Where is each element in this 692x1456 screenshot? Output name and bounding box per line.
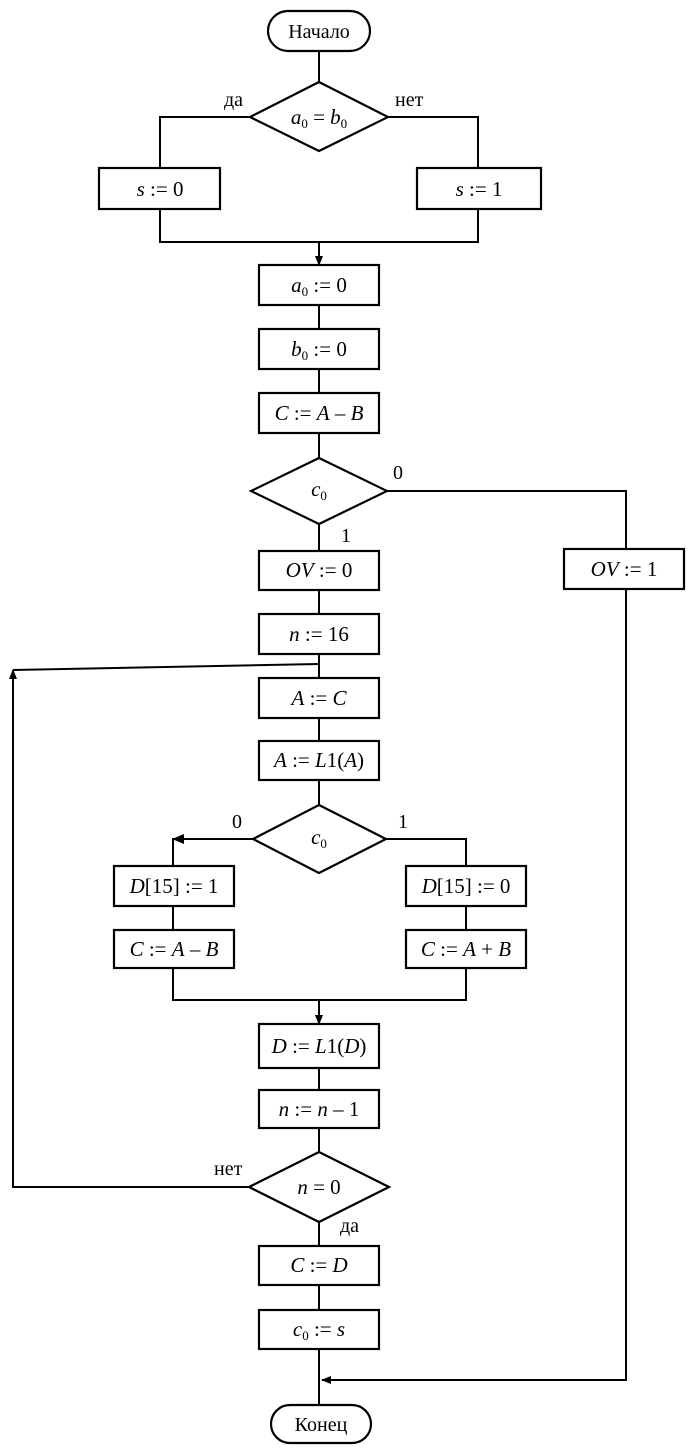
process-b0-assign-0: b0 := 0 [257, 327, 381, 371]
end-label: Конец [295, 1414, 348, 1436]
process-ov-assign-1: OV := 1 [562, 547, 686, 591]
svg-text:c0 := s: c0 := s [293, 1317, 345, 1343]
process-s-assign-0: s := 0 [97, 166, 222, 211]
svg-text:C := A – B: C := A – B [130, 937, 219, 961]
svg-text:A := L1(A): A := L1(A) [272, 748, 364, 772]
decision-c0-1: c0 0 1 [248, 456, 403, 547]
label-no-2: нет [214, 1158, 243, 1180]
process-a-assign-l1-a: A := L1(A) [257, 739, 381, 782]
decision-n-equals-0: n = 0 нет да [214, 1150, 392, 1237]
decision-a0-equals-b0: a0 = b0 да нет [224, 80, 424, 153]
label-one-1: 1 [341, 525, 351, 547]
label-yes-1: да [224, 89, 243, 111]
svg-text:c0: c0 [311, 477, 327, 503]
svg-text:s := 0: s := 0 [137, 177, 184, 201]
label-zero-1: 0 [393, 462, 403, 484]
decision-c0-2: c0 0 1 [232, 803, 408, 875]
process-c-assign-a-minus-b-2: C := A – B [112, 928, 236, 970]
svg-text:a0 := 0: a0 := 0 [291, 273, 347, 299]
svg-text:OV := 1: OV := 1 [591, 557, 658, 581]
start-terminal: Начало [266, 9, 372, 53]
process-ov-assign-0: OV := 0 [257, 549, 381, 592]
label-yes-2: да [340, 1215, 359, 1237]
svg-text:n := n – 1: n := n – 1 [279, 1097, 360, 1121]
svg-text:n = 0: n = 0 [297, 1175, 340, 1199]
process-c-assign-a-minus-b-1: C := A – B [257, 391, 381, 435]
process-a0-assign-0: a0 := 0 [257, 263, 381, 307]
process-n-decrement: n := n – 1 [257, 1088, 381, 1130]
process-d15-assign-0: D[15] := 0 [404, 864, 528, 908]
svg-text:C := A – B: C := A – B [275, 401, 364, 425]
svg-text:D[15] := 1: D[15] := 1 [129, 874, 219, 898]
sym-a: a [291, 105, 302, 129]
svg-text:C := D: C := D [290, 1253, 347, 1277]
process-a-assign-c: A := C [257, 676, 381, 720]
process-c0-assign-s: c0 := s [257, 1308, 381, 1351]
label-zero-2: 0 [232, 811, 242, 833]
process-d15-assign-1: D[15] := 1 [112, 864, 236, 908]
start-label: Начало [288, 21, 350, 43]
svg-text:OV := 0: OV := 0 [286, 558, 353, 582]
svg-text:A := C: A := C [289, 686, 347, 710]
process-c-assign-a-plus-b: C := A + B [404, 928, 528, 970]
svg-text:a0 = b0: a0 = b0 [291, 105, 347, 131]
svg-text:D := L1(D): D := L1(D) [271, 1034, 367, 1058]
label-no-1: нет [395, 89, 424, 111]
svg-text:C := A + B: C := A + B [421, 937, 511, 961]
svg-text:s := 1: s := 1 [456, 177, 503, 201]
connectors [9, 50, 627, 1405]
svg-text:b0 := 0: b0 := 0 [291, 337, 347, 363]
end-terminal: Конец [269, 1403, 373, 1445]
svg-text:n := 16: n := 16 [289, 622, 349, 646]
svg-text:c0: c0 [311, 825, 327, 851]
process-d-assign-l1-d: D := L1(D) [257, 1022, 381, 1070]
process-s-assign-1: s := 1 [415, 166, 543, 211]
process-n-assign-16: n := 16 [257, 612, 381, 656]
process-c-assign-d: C := D [257, 1244, 381, 1287]
svg-text:D[15] := 0: D[15] := 0 [421, 874, 511, 898]
label-one-2: 1 [398, 811, 408, 833]
